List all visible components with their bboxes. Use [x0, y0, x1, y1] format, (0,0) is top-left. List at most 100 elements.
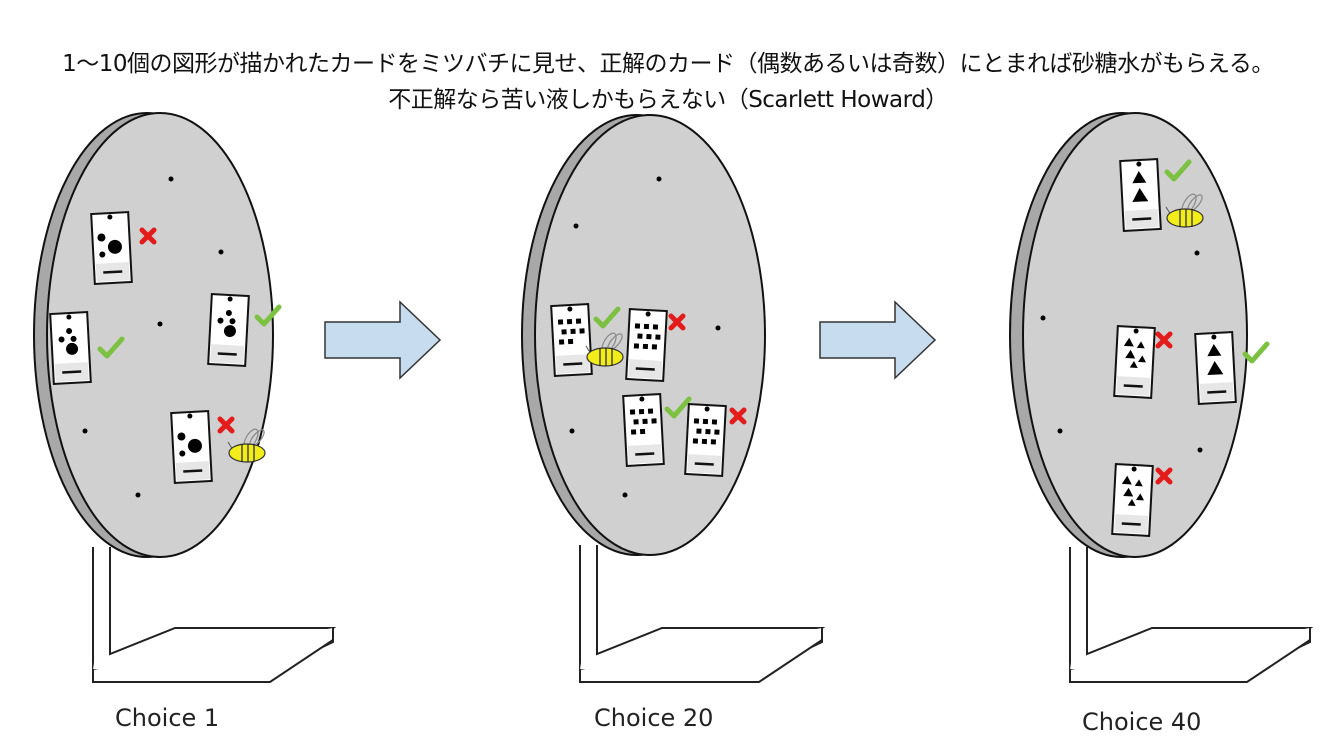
circle-shape	[225, 309, 232, 316]
square-shape	[710, 439, 717, 445]
card-hole	[645, 311, 651, 317]
circle-shape	[187, 438, 202, 453]
square-shape	[630, 429, 637, 435]
card-hole	[1211, 334, 1217, 340]
progress-arrow	[819, 300, 937, 380]
circle-shape	[66, 328, 73, 335]
stimulus-card	[622, 393, 665, 467]
stimulus-card	[1113, 325, 1156, 399]
apparatus-1	[33, 112, 337, 683]
triangle-shape	[1136, 341, 1145, 349]
caption-line-1: 1〜10個の図形が描かれたカードをミツバチに見せ、正解のカード（偶数あるいは奇数…	[62, 51, 1274, 77]
card-hole	[187, 413, 193, 419]
card-hole	[107, 214, 113, 220]
triangle-shape	[1134, 479, 1143, 487]
square-shape	[702, 418, 709, 425]
stimulus-card	[684, 403, 727, 477]
triangle-shape	[1132, 188, 1149, 203]
square-shape	[639, 428, 646, 435]
circle-shape	[107, 239, 122, 254]
disc-hole	[157, 321, 163, 327]
card-bar	[103, 270, 123, 274]
card-hole	[227, 296, 233, 302]
stimulus-card	[1111, 463, 1154, 537]
stimulus-card	[90, 211, 133, 285]
triangle-shape	[1127, 498, 1136, 506]
square-shape	[575, 318, 582, 324]
square-shape	[637, 333, 643, 339]
stimulus-card	[170, 410, 213, 484]
square-shape	[634, 323, 641, 329]
square-shape	[693, 418, 700, 424]
card-hole	[1133, 328, 1139, 334]
apparatus-3	[1009, 112, 1314, 683]
cross-icon	[1155, 331, 1173, 349]
square-shape	[692, 438, 699, 444]
square-shape	[633, 343, 640, 349]
card-bar	[1132, 217, 1152, 221]
circle-shape	[177, 432, 186, 441]
triangle-shape	[1207, 344, 1222, 357]
circle-shape	[99, 251, 106, 258]
check-icon	[97, 336, 125, 359]
disc-hole	[1194, 250, 1200, 256]
triangle-shape	[1207, 361, 1224, 376]
panel-label-choice-20: Choice 20	[594, 704, 714, 732]
card-bar	[635, 367, 655, 371]
disc-hole	[135, 492, 141, 498]
triangle-shape	[1121, 475, 1132, 485]
card-bar	[62, 370, 82, 374]
cross-icon	[1155, 467, 1173, 485]
cross-icon	[729, 407, 747, 425]
square-shape	[646, 333, 652, 340]
square-shape	[642, 343, 649, 350]
square-shape	[557, 319, 564, 325]
card-hole	[1136, 161, 1142, 167]
stimulus-card	[1119, 158, 1162, 232]
check-icon	[664, 396, 692, 419]
cross-icon	[139, 227, 157, 245]
square-shape	[696, 428, 702, 434]
stand-base-edge	[92, 628, 334, 683]
card-hole	[1131, 466, 1137, 472]
triangle-shape	[1123, 337, 1134, 347]
disc-hole	[168, 176, 174, 182]
stimulus-card	[625, 308, 668, 382]
circle-shape	[97, 233, 106, 242]
square-shape	[561, 329, 567, 335]
stimulus-card	[49, 311, 92, 385]
bee-body	[586, 347, 624, 367]
card-hole	[66, 314, 72, 320]
square-shape	[629, 409, 636, 415]
square-shape	[652, 324, 659, 330]
triangle-shape	[1129, 360, 1138, 368]
stimulus-card	[1194, 331, 1237, 405]
square-shape	[638, 408, 645, 415]
check-icon	[1164, 159, 1192, 182]
circle-shape	[70, 335, 77, 342]
square-shape	[643, 323, 650, 330]
triangle-shape	[1138, 355, 1146, 363]
square-shape	[651, 344, 658, 350]
triangle-shape	[1132, 171, 1147, 184]
circle-shape	[217, 317, 224, 324]
card-bar	[563, 362, 583, 366]
square-shape	[566, 318, 573, 325]
panel-label-choice-1: Choice 1	[115, 704, 220, 732]
check-icon	[1242, 341, 1270, 364]
bee-body	[228, 443, 266, 463]
disc-hole	[218, 249, 224, 255]
disc-hole	[1197, 447, 1203, 453]
bee-body	[1166, 208, 1204, 228]
apparatus-2	[521, 114, 826, 683]
card-bar	[635, 452, 655, 456]
card-bar	[1207, 390, 1227, 394]
triangle-shape	[1123, 487, 1134, 497]
card-hole	[704, 406, 710, 412]
disc-hole	[1040, 315, 1046, 321]
cross-icon	[668, 313, 686, 331]
triangle-shape	[1136, 493, 1144, 501]
circle-shape	[58, 336, 65, 343]
card-bar	[1123, 384, 1143, 388]
stimulus-card	[550, 303, 593, 377]
